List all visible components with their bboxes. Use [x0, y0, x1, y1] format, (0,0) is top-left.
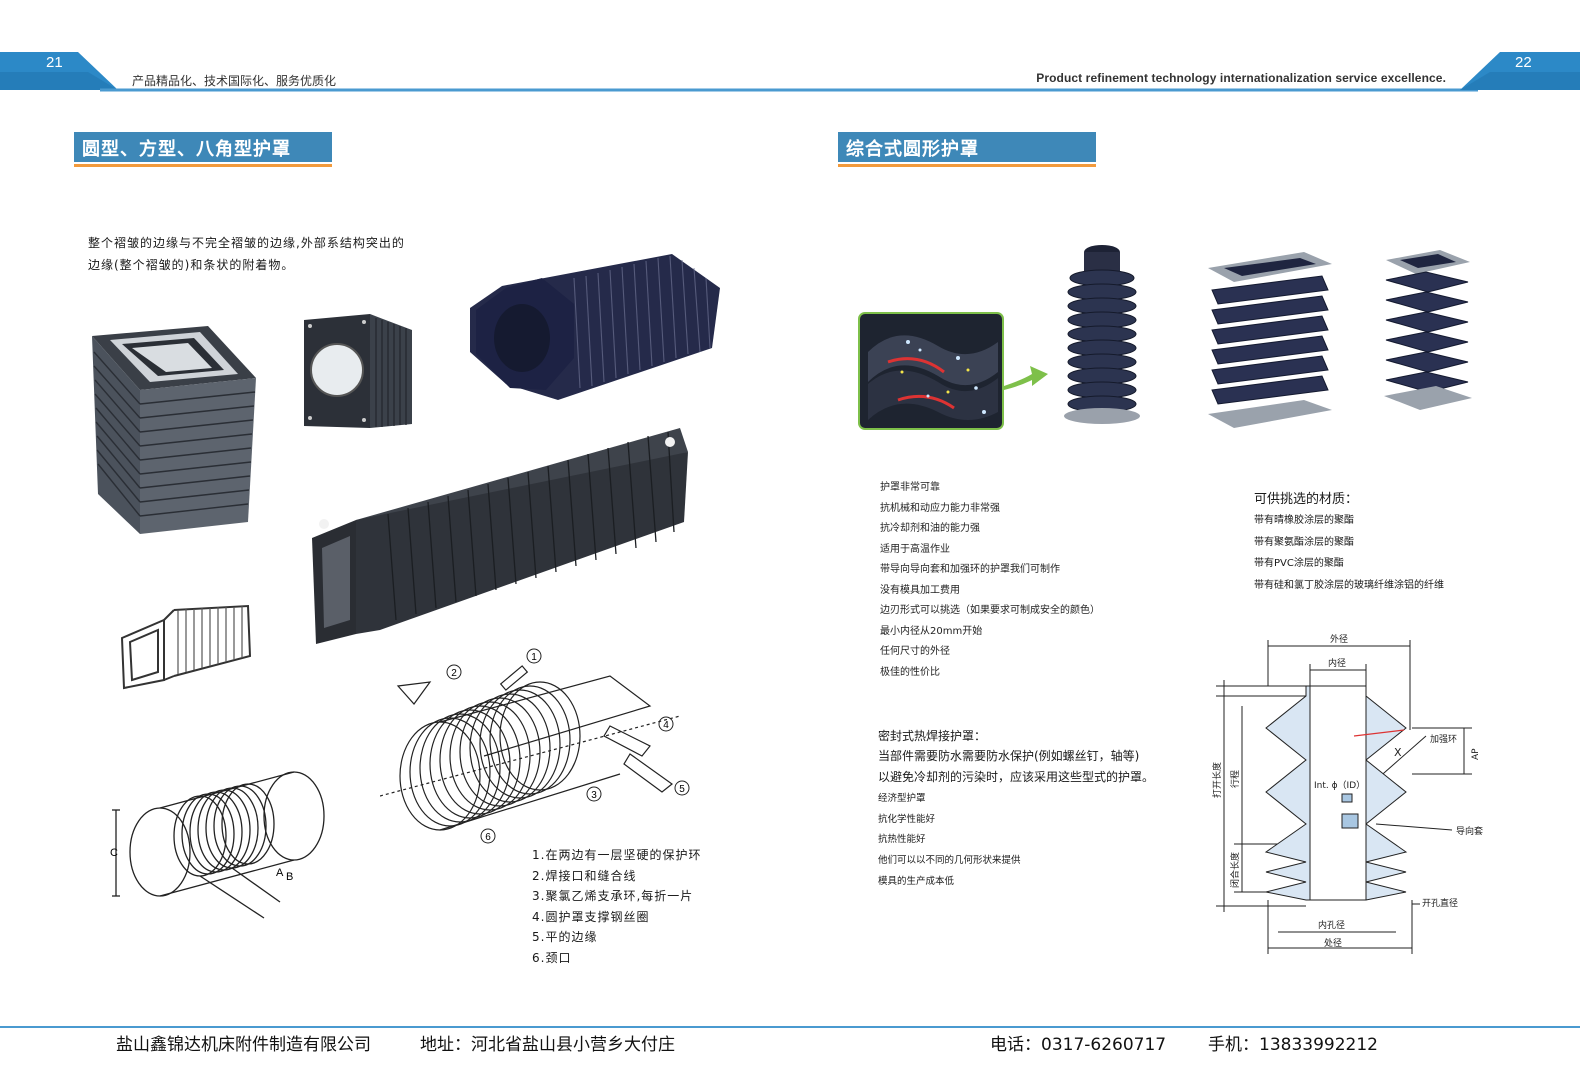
- material-item: 带有晴橡胶涂层的聚酯: [1254, 515, 1354, 526]
- label-stroke: 行程: [1229, 770, 1241, 788]
- round-bellows-exploded-drawing: 1 2 3 4 5 6: [380, 648, 690, 844]
- company-phone: 电话：0317-6260717: [990, 1035, 1167, 1055]
- feature-item: 极佳的性价比: [880, 666, 940, 678]
- sealed-item: 抗化学性能好: [878, 813, 936, 825]
- slogan-chinese: 产品精品化、技术国际化、服务优质化: [132, 74, 337, 88]
- sealed-desc-line-1: 当部件需要防水需要防水保护(例如螺丝钉，轴等): [878, 749, 1140, 763]
- materials-title: 可供挑选的材质：: [1254, 492, 1359, 507]
- section-title-right: 综合式圆形护罩: [838, 132, 1096, 167]
- callout-5: 5: [679, 784, 685, 795]
- label-reinforce-ring: 加强环: [1430, 734, 1457, 745]
- dim-a-label: A: [276, 867, 284, 879]
- sealed-bellows-title: 密封式热焊接护罩：: [878, 729, 987, 743]
- material-item: 带有PVC涂层的聚酯: [1254, 558, 1344, 569]
- sealed-item: 经济型护罩: [878, 793, 926, 804]
- feature-item: 适用于高温作业: [880, 543, 950, 555]
- materials-list: 带有晴橡胶涂层的聚酯 带有聚氨酯涂层的聚酯 带有PVC涂层的聚酯 带有硅和氯丁胶…: [1254, 510, 1444, 596]
- section-title-right-text: 综合式圆形护罩: [846, 139, 979, 160]
- sealed-item: 模具的生产成本低: [878, 875, 955, 887]
- sealed-item: 抗热性能好: [878, 834, 926, 846]
- material-item: 带有硅和氯丁胶涂层的玻璃纤维涂铝的纤维: [1254, 579, 1444, 591]
- section-title-left-text: 圆型、方型、八角型护罩: [82, 139, 291, 160]
- intro-line-1: 整个褶皱的边缘与不完全褶皱的边缘,外部系结构突出的: [88, 236, 405, 250]
- round-shaft-bellows-drawing: C A B: [110, 771, 325, 919]
- round-bellows-image: [1064, 245, 1140, 424]
- sealed-desc-line-2: 以避免冷却剂的污染时，应该采用这些型式的护罩。: [878, 769, 1155, 784]
- feature-item: 边刃形式可以挑选（如果要求可制成安全的颜色）: [880, 605, 1100, 616]
- long-rectangular-bellows-image: [312, 428, 688, 644]
- company-name: 盐山鑫锦达机床附件制造有限公司: [116, 1035, 371, 1055]
- octagonal-bellows-image: [470, 254, 720, 400]
- legend-item-6: 6.颈口: [532, 950, 572, 965]
- sealed-bellows-list: 经济型护罩 抗化学性能好 抗热性能好 他们可以以不同的几何形状来提供 模具的生产…: [878, 789, 1021, 893]
- label-outer-diameter: 外径: [1330, 633, 1348, 645]
- label-inner-hole-diameter: 内孔径: [1318, 919, 1345, 931]
- features-list: 护罩非常可靠 抗机械和动应力能力非常强 抗冷却剂和油的能力强 适用于高温作业 带…: [880, 478, 1100, 683]
- label-open-length: 打开长度: [1211, 762, 1223, 798]
- label-x: X: [1394, 746, 1402, 759]
- flange-box-bellows-image: [304, 314, 412, 428]
- label-inner-id: Int. ϕ（ID）: [1314, 780, 1365, 791]
- feature-item: 抗机械和动应力能力非常强: [880, 502, 1000, 514]
- legend-item-5: 5.平的边缘: [532, 930, 598, 945]
- callout-4: 4: [663, 720, 669, 731]
- footer-divider: [0, 1026, 1580, 1028]
- callout-6: 6: [485, 832, 491, 843]
- arrow-icon: [1004, 366, 1048, 390]
- label-outer-edge: 处径: [1324, 937, 1342, 949]
- intro-line-2: 边缘(整个褶皱的)和条状的附着物。: [88, 258, 295, 272]
- feature-item: 带导向导向套和加强环的护罩我们可制作: [880, 564, 1060, 575]
- intro-text: 整个褶皱的边缘与不完全褶皱的边缘,外部系结构突出的 边缘(整个褶皱的)和条状的附…: [88, 232, 428, 276]
- page-number-left: 21: [46, 54, 63, 71]
- label-inner-diameter: 内径: [1328, 657, 1346, 669]
- dim-b-label: B: [286, 871, 293, 883]
- square-bellows-small-image: [1384, 250, 1472, 410]
- label-hole-diameter: 开孔直径: [1422, 897, 1458, 909]
- flanged-rect-bellows-image: [1208, 252, 1332, 428]
- square-bellows-folds: [93, 351, 256, 517]
- header-decoration: [0, 52, 1580, 92]
- page-number-right: 22: [1515, 54, 1532, 71]
- legend-item-1: 1.在两边有一层坚硬的保护环: [532, 848, 702, 862]
- company-address: 地址：河北省盐山县小营乡大付庄: [420, 1035, 675, 1055]
- label-closed-length: 闭合长度: [1229, 852, 1241, 888]
- feature-item: 抗冷却剂和油的能力强: [880, 523, 980, 534]
- sealed-item: 他们可以以不同的几何形状来提供: [878, 855, 1021, 867]
- header-band: 21 22 产品精品化、技术国际化、服务优质化 Product refineme…: [0, 0, 1580, 100]
- parts-legend: 1.在两边有一层坚硬的保护环 2.焊接口和缝合线 3.聚氯乙烯支承环,每折一片 …: [532, 845, 701, 969]
- section-title-left: 圆型、方型、八角型护罩: [74, 132, 332, 167]
- label-guide-sleeve: 导向套: [1456, 825, 1483, 837]
- callout-2: 2: [451, 668, 457, 679]
- legend-item-4: 4.圆护罩支撑钢丝圈: [532, 909, 650, 924]
- bellows-dimension-diagram: 外径 内径 加强环 X Int. ϕ（ID） 导向套 开孔直径 内孔径 处径 打…: [1211, 633, 1483, 954]
- legend-item-2: 2.焊接口和缝合线: [532, 868, 637, 883]
- legend-item-3: 3.聚氯乙烯支承环,每折一片: [532, 889, 694, 904]
- callout-1: 1: [531, 652, 537, 663]
- frame-bellows-image: [120, 604, 252, 690]
- material-item: 带有聚氨酯涂层的聚酯: [1254, 536, 1354, 548]
- sealed-bellows-description: 当部件需要防水需要防水保护(例如螺丝钉，轴等) 以避免冷却剂的污染时，应该采用这…: [878, 746, 1154, 787]
- feature-item: 没有模具加工费用: [880, 584, 960, 596]
- square-bellows-image: [92, 326, 256, 534]
- feature-item: 护罩非常可靠: [880, 482, 940, 493]
- callout-3: 3: [591, 790, 597, 801]
- feature-item: 最小内径从20mm开始: [880, 625, 983, 637]
- feature-item: 任何尺寸的外径: [880, 646, 950, 657]
- label-ap: AP: [1471, 748, 1481, 760]
- dim-c-label: C: [110, 847, 118, 859]
- company-mobile: 手机：13833992212: [1208, 1035, 1378, 1055]
- material-closeup-image: [858, 312, 1004, 430]
- slogan-english: Product refinement technology internatio…: [1036, 71, 1446, 85]
